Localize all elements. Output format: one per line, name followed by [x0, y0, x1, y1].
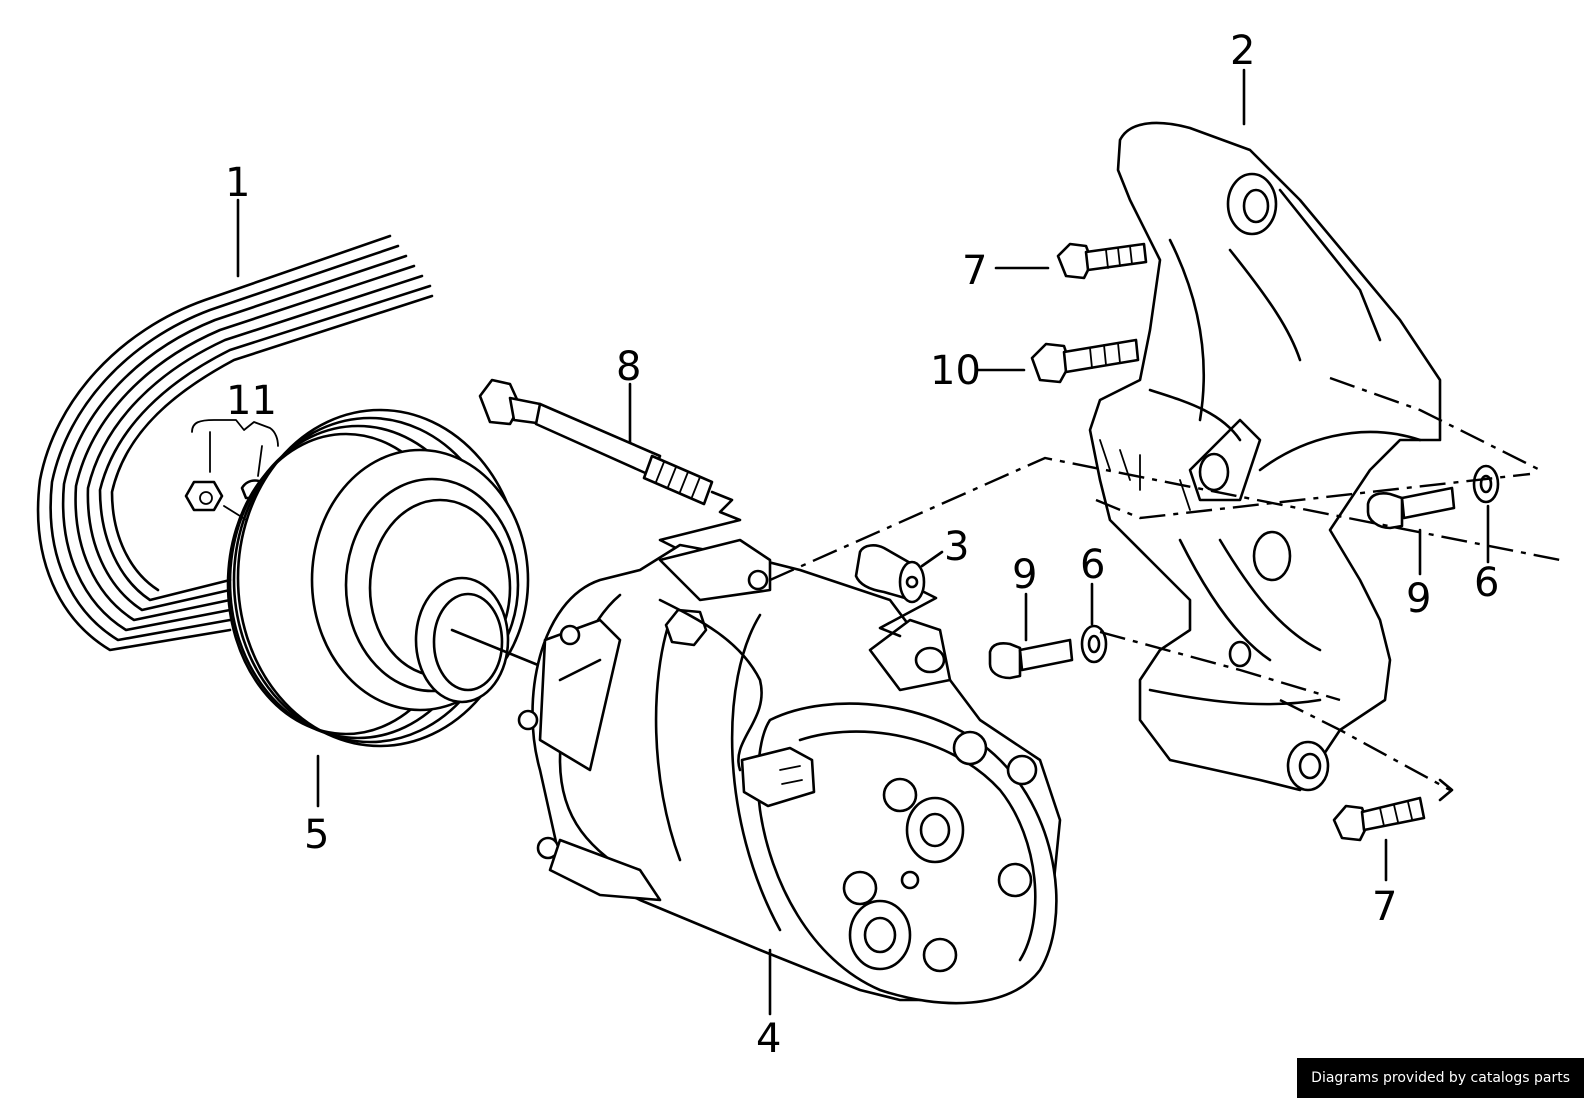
callout-pulley: 5 — [304, 812, 329, 858]
callout-washer-upper: 6 — [1474, 560, 1499, 606]
ac-compressor — [517, 538, 1062, 1005]
callout-compressor: 4 — [756, 1016, 781, 1062]
callout-washer-lower: 6 — [1080, 542, 1105, 588]
callout-bolt-mid: 10 — [930, 348, 981, 394]
washer-lower — [1080, 624, 1108, 664]
callout-belt: 1 — [225, 160, 250, 206]
callout-bushing: 3 — [944, 524, 969, 570]
callout-bolt-small-upper: 9 — [1406, 576, 1431, 622]
long-bolt — [478, 378, 742, 552]
drive-belt — [36, 234, 434, 652]
callout-long-bolt: 8 — [616, 344, 641, 390]
callout-bolt-lower: 7 — [1372, 884, 1397, 930]
bolt-upper — [1056, 242, 1148, 280]
bushing — [854, 544, 938, 638]
bolt-lower — [1332, 796, 1426, 842]
washer-upper — [1472, 464, 1500, 504]
callout-bracket: 2 — [1230, 28, 1255, 74]
credit-banner: Diagrams provided by catalogs parts — [1297, 1058, 1584, 1098]
mounting-bracket — [1088, 121, 1442, 792]
clutch-pulley — [226, 408, 540, 748]
callout-nut-key: 11 — [226, 378, 277, 424]
callout-bolt-small-lower: 9 — [1012, 552, 1037, 598]
bolt-small-upper — [1366, 486, 1456, 530]
leader-lines — [236, 68, 1490, 1016]
bolt-small-lower — [988, 638, 1074, 680]
bolt-mid — [1030, 338, 1140, 384]
callout-bolt-upper: 7 — [962, 248, 987, 294]
